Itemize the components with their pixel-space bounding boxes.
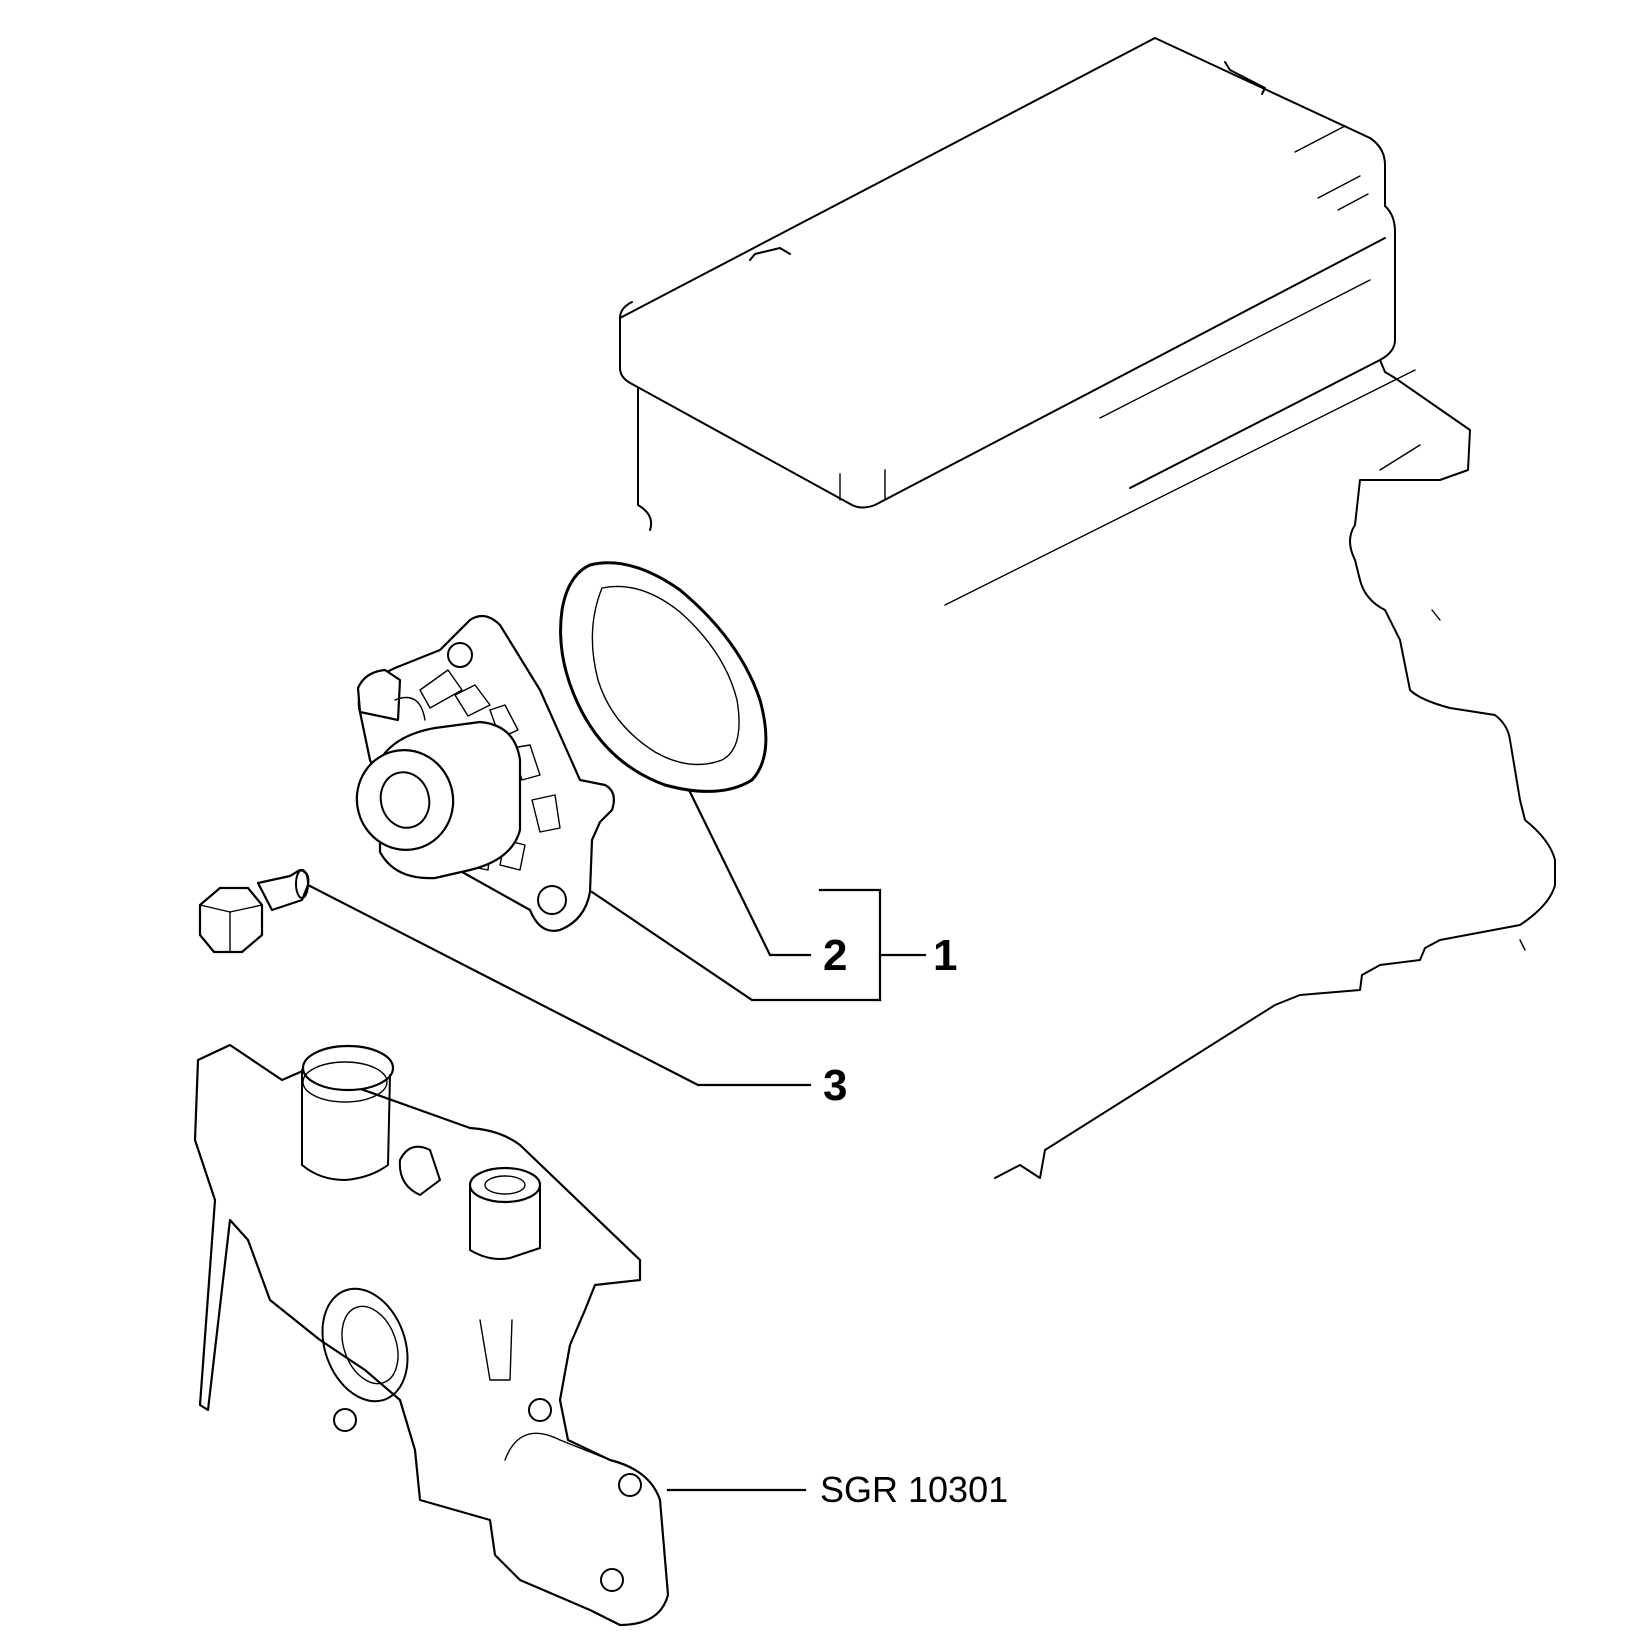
pump-housing [355,614,615,932]
leader-bolt [306,883,812,1087]
callout-assembly: 1 [933,931,957,980]
leader-lines [306,790,927,1492]
engine-block-outline [619,37,1556,1179]
callout-bolt: 3 [823,1061,847,1110]
assembly-bracket [818,888,882,1002]
bolt [198,868,310,954]
gasket-ring [559,561,768,793]
callout-gasket: 2 [823,931,847,980]
oil-pump-cover [193,1043,670,1627]
reference-group-code: SGR 10301 [820,1469,1008,1510]
leader-housing [590,890,882,1002]
leader-gasket [688,790,812,957]
